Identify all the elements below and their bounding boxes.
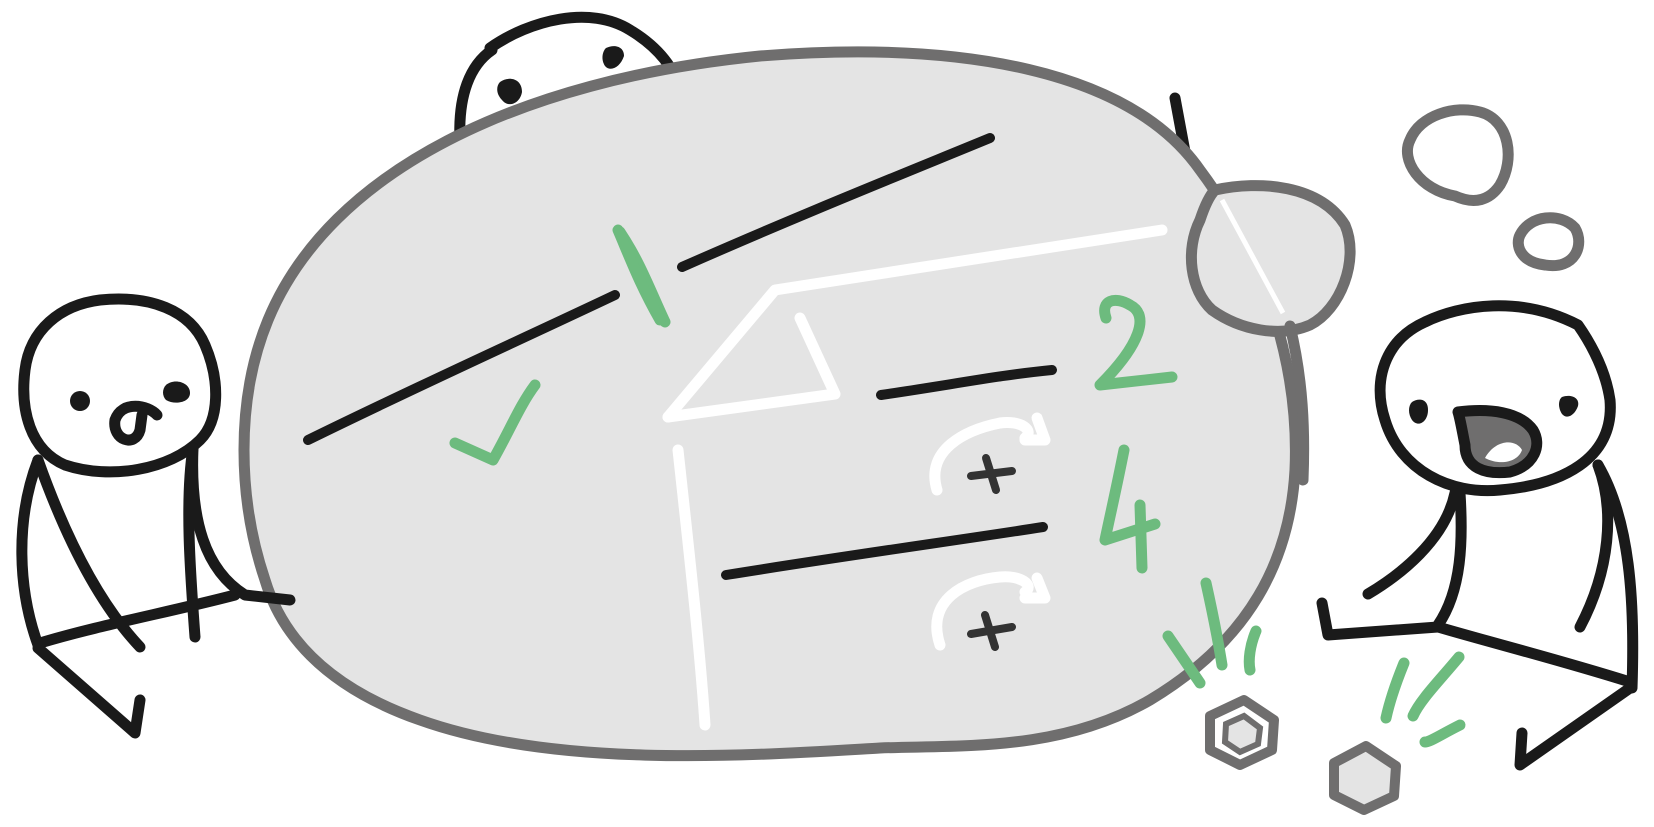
right-leg	[1514, 682, 1636, 771]
left-mouth	[109, 400, 163, 446]
green-number-two	[1094, 294, 1178, 391]
stroke-4	[721, 522, 1048, 580]
right-arm-front	[1362, 487, 1461, 600]
right-eye-right	[1559, 395, 1579, 417]
right-back	[1574, 459, 1614, 633]
right-hand	[1316, 597, 1444, 641]
thought-bubbles	[1401, 104, 1585, 272]
green-slash-2	[612, 224, 666, 326]
white-triangle	[662, 312, 841, 423]
right-eye-left	[1409, 399, 1428, 424]
sparkle-3	[1243, 625, 1262, 676]
right-mouth	[1452, 405, 1543, 479]
chalkboard	[238, 46, 1301, 762]
right-arm-back	[1432, 487, 1467, 631]
green-checkmark	[449, 379, 541, 466]
thought-bubble-large	[1401, 104, 1514, 206]
right-back-outer	[1592, 459, 1639, 694]
thought-bubble-small	[1512, 212, 1585, 272]
green-number-four	[1099, 444, 1161, 574]
right-lap	[1432, 621, 1636, 688]
left-lap	[34, 589, 241, 649]
stroke-2	[677, 133, 995, 272]
white-swirl-1	[929, 416, 1034, 496]
white-arrow-2	[1019, 572, 1051, 604]
white-swirl-2	[931, 571, 1034, 651]
lens	[1185, 180, 1356, 337]
magnifying-glass	[1185, 180, 1356, 486]
hex-nut-2	[1329, 741, 1401, 815]
plus-mark-2	[967, 611, 1016, 651]
figure-right	[1316, 300, 1639, 771]
left-eye-right	[163, 381, 190, 403]
back-eye-right	[602, 46, 624, 69]
right-mouth-inner	[1485, 442, 1522, 463]
glass-handle	[1284, 320, 1310, 486]
white-arrow-1	[1019, 412, 1051, 446]
left-hand	[187, 442, 296, 606]
lens-glint	[1219, 198, 1286, 315]
sparkles	[1162, 577, 1466, 748]
left-torso	[32, 454, 146, 653]
white-vertical	[672, 444, 711, 731]
figure-left	[16, 293, 296, 739]
sparkle-6	[1419, 719, 1466, 748]
stroke-3	[876, 365, 1057, 400]
left-head	[18, 293, 222, 478]
hex-nut-1-hole	[1221, 712, 1264, 756]
left-back	[16, 454, 44, 651]
white-line-top	[662, 224, 1168, 423]
plus-mark-1	[967, 454, 1016, 494]
sparkle-1	[1162, 630, 1206, 689]
left-eye-left	[70, 391, 90, 411]
stroke-1	[303, 290, 620, 445]
sparkle-5	[1407, 651, 1465, 722]
hex-nuts	[1205, 695, 1401, 815]
right-head	[1374, 300, 1616, 497]
back-eye-left	[497, 78, 522, 105]
sparkle-2	[1200, 577, 1228, 671]
left-leg	[32, 642, 146, 739]
sparkle-4	[1380, 657, 1410, 724]
